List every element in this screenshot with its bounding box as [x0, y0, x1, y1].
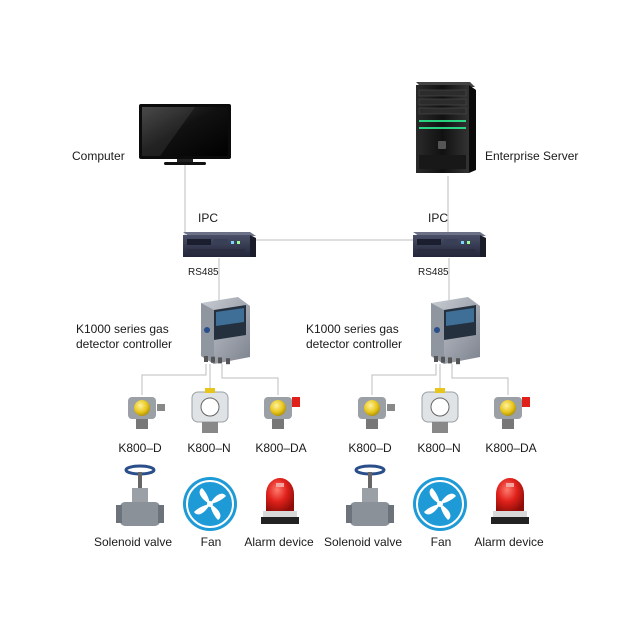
- enterprise-server: Enterprise Server: [416, 82, 578, 173]
- solenoid-valve-icon: [346, 464, 394, 526]
- controller-label-line2: detector controller: [76, 337, 172, 351]
- top-wires: [184, 165, 449, 241]
- gas-detector-icon: [191, 388, 229, 433]
- controller-label-line2: detector controller: [306, 337, 402, 351]
- fan-icon: [413, 477, 467, 531]
- wire-controller-detector-d: [141, 364, 207, 395]
- gas-detector-icon: [128, 397, 165, 429]
- monitor-icon: [139, 104, 231, 165]
- ipc-label: IPC: [428, 211, 448, 225]
- tower-server-icon: [416, 82, 476, 173]
- detector-label-d: K800–D: [118, 441, 162, 455]
- gas-detector-icon: [494, 397, 530, 429]
- controller-label-line1: K1000 series gas: [76, 322, 169, 336]
- alarm-light-icon: [491, 478, 529, 524]
- alarm-light-icon: [261, 478, 299, 524]
- rack-ipc-icon: [413, 232, 486, 257]
- wire-controller-detector-da: [221, 364, 279, 395]
- gas-detector-icon: [264, 397, 300, 429]
- device-label-valve: Solenoid valve: [94, 535, 172, 549]
- device-label-valve: Solenoid valve: [324, 535, 402, 549]
- wire-controller-detector-d: [371, 364, 437, 395]
- fan-icon: [183, 477, 237, 531]
- rack-ipc-icon: [183, 232, 256, 257]
- server-label: Enterprise Server: [485, 149, 578, 163]
- detector-label-d: K800–D: [348, 441, 392, 455]
- gas-controller-icon: [431, 297, 480, 365]
- computer-monitor: Computer: [72, 104, 231, 165]
- detector-label-n: K800–N: [187, 441, 230, 455]
- ipc-label: IPC: [198, 211, 218, 225]
- gas-detector-icon: [421, 388, 459, 433]
- controller-label-line1: K1000 series gas: [306, 322, 399, 336]
- rs485-label: RS485: [418, 267, 449, 278]
- device-label-alarm: Alarm device: [244, 535, 314, 549]
- device-label-fan: Fan: [431, 535, 452, 549]
- rs485-label: RS485: [188, 267, 219, 278]
- detector-label-n: K800–N: [417, 441, 460, 455]
- wire-controller-detector-da: [451, 364, 509, 395]
- detector-label-da: K800–DA: [255, 441, 306, 455]
- device-label-alarm: Alarm device: [474, 535, 544, 549]
- detector-label-da: K800–DA: [485, 441, 536, 455]
- gas-detector-icon: [358, 397, 395, 429]
- solenoid-valve-icon: [116, 464, 164, 526]
- gas-controller-icon: [201, 297, 250, 365]
- computer-label: Computer: [72, 149, 125, 163]
- device-label-fan: Fan: [201, 535, 222, 549]
